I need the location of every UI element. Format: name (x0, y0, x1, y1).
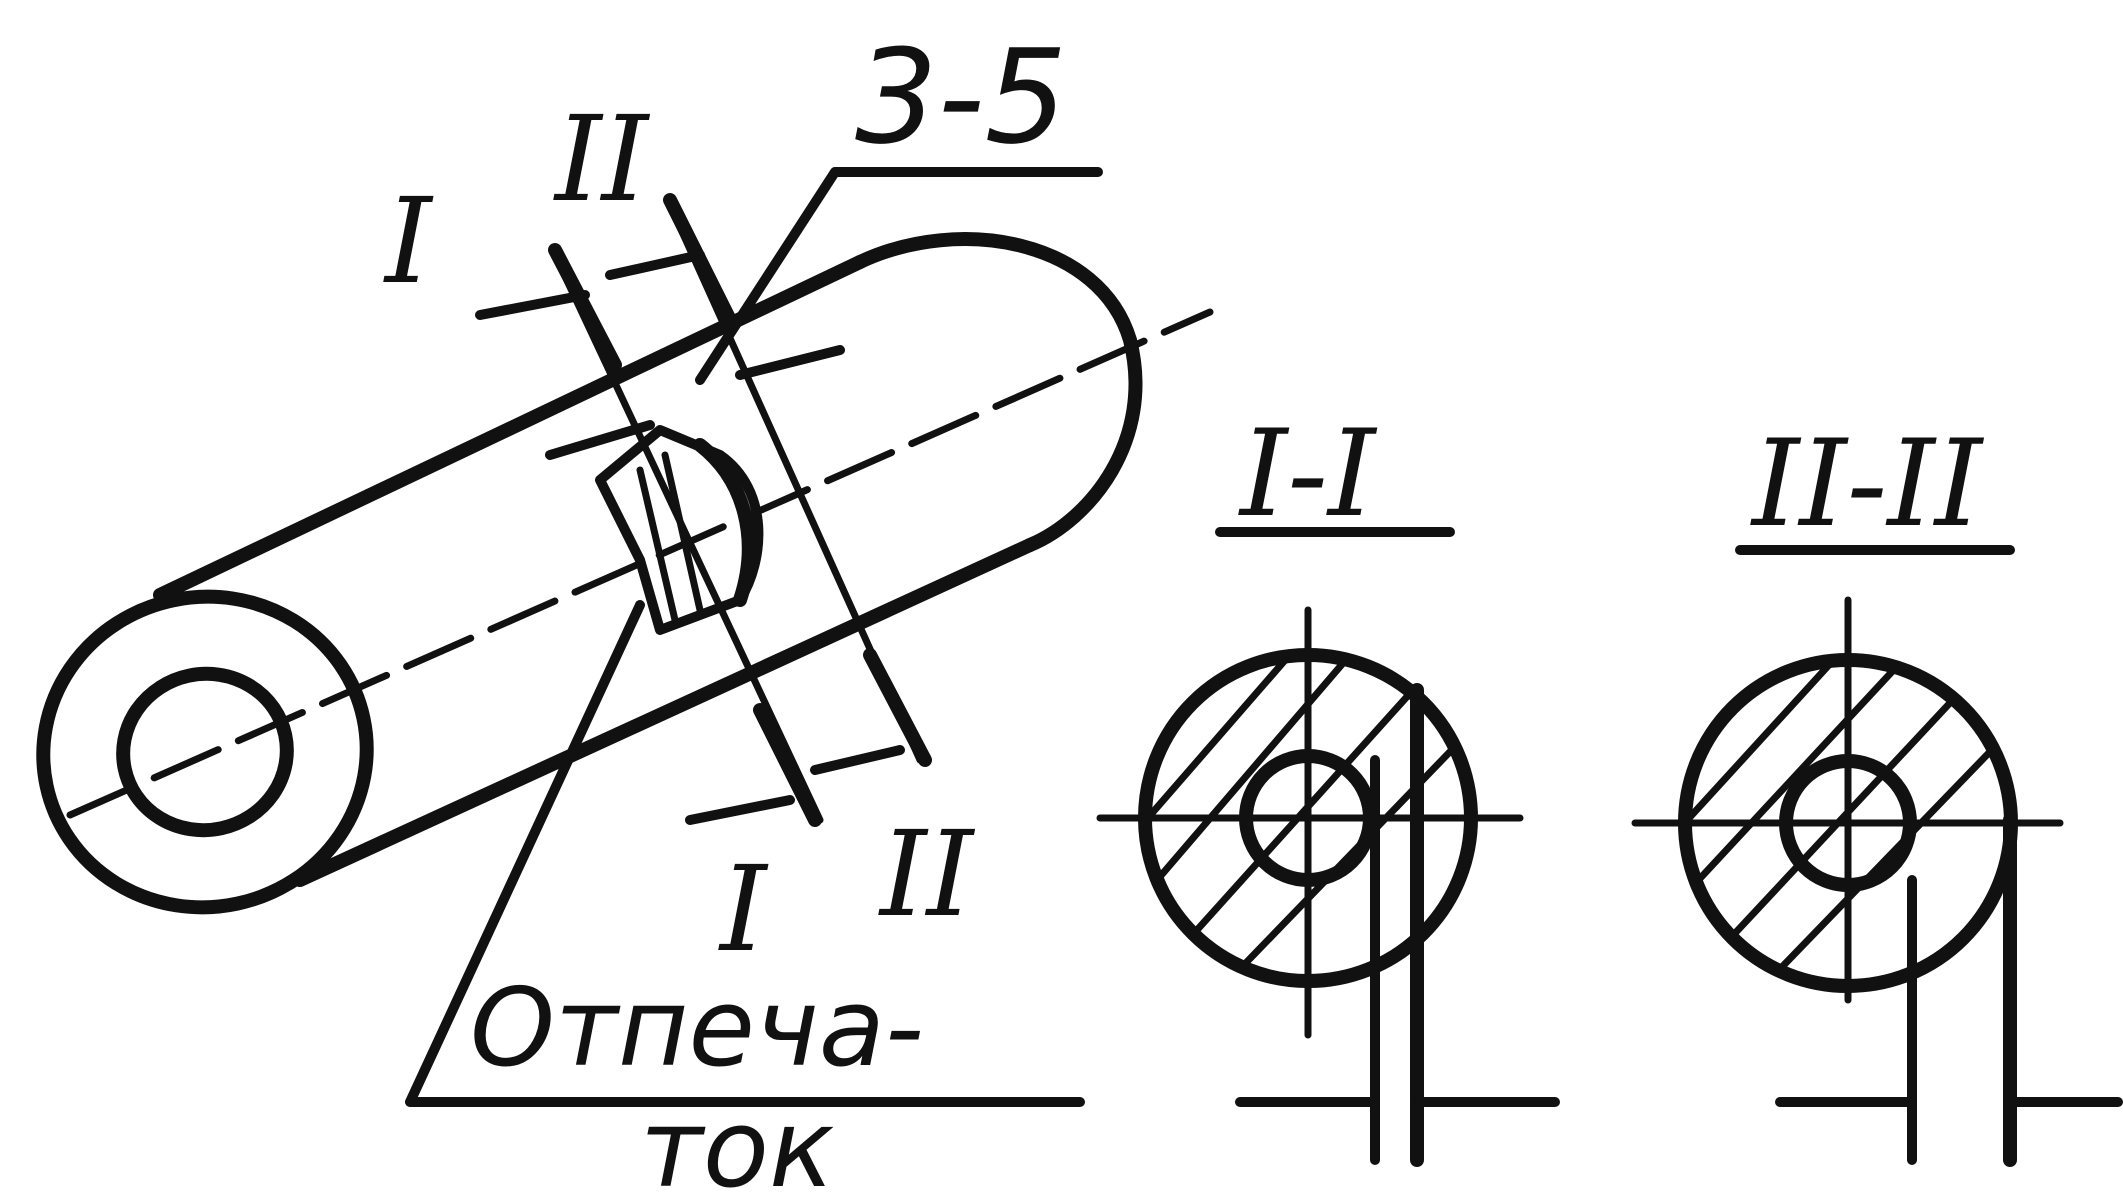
label-section-II-bottom: II (878, 805, 976, 943)
imprint-mark (595, 425, 764, 635)
depth-dimension (545, 167, 1103, 460)
section-plane-II (605, 193, 932, 775)
imprint-leader (405, 600, 1085, 1107)
section-view-II: II-II (1631, 415, 2123, 1167)
section-view-I-title: I-I (1238, 405, 1378, 544)
cylinder-front-end (36, 589, 374, 915)
cylinder-bottom-edge (293, 538, 1037, 887)
label-section-I-top: I (383, 172, 434, 310)
section-view-I: I-I (1096, 405, 1560, 1167)
cylinder-back-end (853, 232, 1143, 552)
cylinder (36, 232, 1214, 915)
label-section-II-top: II (553, 90, 651, 228)
label-imprint-line2: ток (640, 1087, 834, 1196)
section-view-II-title: II-II (1750, 415, 1985, 554)
cylinder-bore (116, 666, 294, 838)
label-section-I-bottom: I (718, 840, 769, 978)
section-plane-I (475, 243, 824, 827)
label-imprint-line1: Отпеча- (470, 966, 924, 1091)
label-depth: 3-5 (855, 21, 1067, 173)
